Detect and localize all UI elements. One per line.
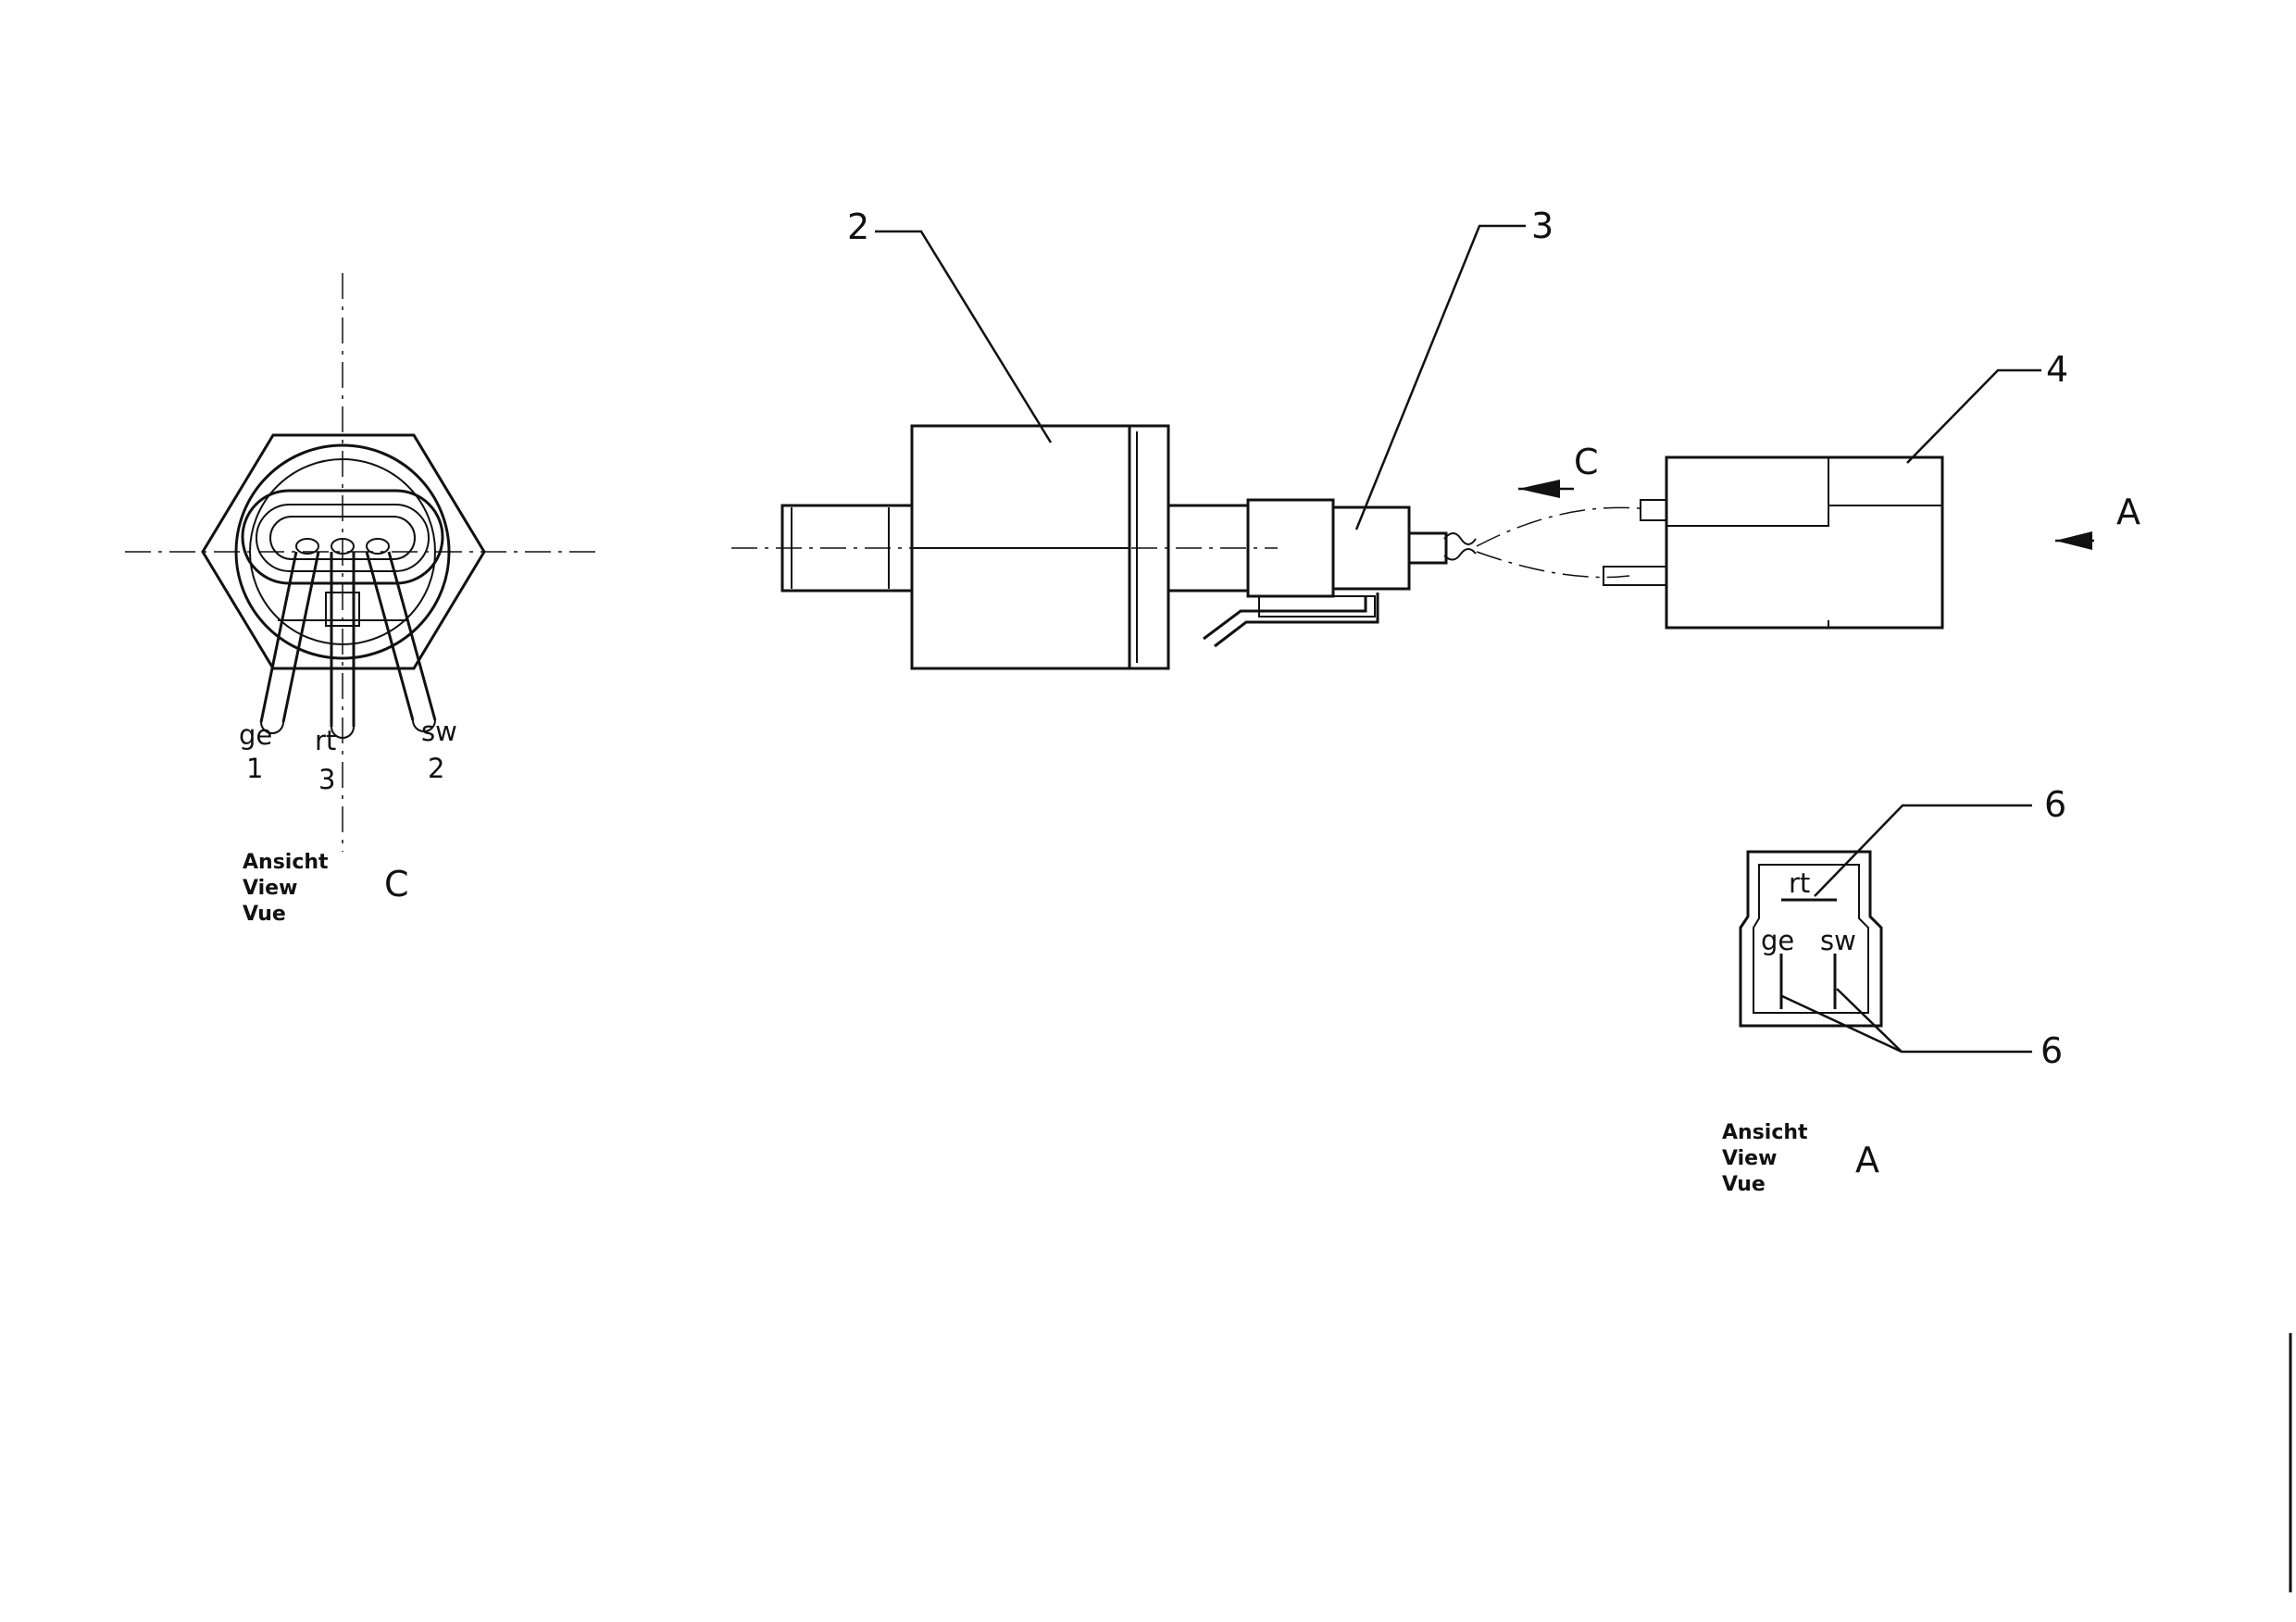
callout-3: 3: [1354, 206, 1554, 530]
view-a-caption-fr: Vue: [1722, 1173, 1766, 1196]
callout-2-label: 2: [847, 206, 869, 247]
view-a-caption-letter: A: [1855, 1140, 1879, 1180]
callout-6-top: 6: [1814, 784, 2066, 897]
wire-sw: [365, 538, 437, 732]
connector-part-4: [1603, 455, 1944, 630]
hex-nut-outline: [201, 433, 486, 670]
view-c-caption-de: Ansicht: [243, 851, 329, 874]
pin-number-3: 3: [318, 764, 335, 795]
callout-4-label: 4: [2046, 349, 2068, 390]
connector-body: [1665, 455, 1944, 630]
view-arrow-c-label: C: [1574, 442, 1599, 482]
center-key: [325, 592, 360, 627]
plug-oval-outer: [241, 489, 444, 585]
callout-4: 4: [1906, 349, 2068, 464]
wire-label-sw: sw: [421, 716, 457, 747]
view-c-caption-en: View: [243, 877, 297, 900]
contact-label-ge: ge: [1761, 925, 1794, 956]
wire-rt: [330, 538, 356, 739]
connector-upper-step: [1666, 456, 1829, 527]
callout-3-label: 3: [1531, 206, 1554, 246]
contact-label-sw: sw: [1820, 925, 1856, 956]
view-c-caption-letter: C: [384, 864, 409, 905]
view-a-caption-en: View: [1722, 1147, 1777, 1170]
contact-label-rt: rt: [1789, 867, 1810, 899]
view-arrow-c: C: [1518, 442, 1599, 498]
callout-2: 2: [847, 206, 1053, 443]
outer-ring: [234, 443, 451, 660]
connector-face-outer: [1739, 850, 1883, 1028]
contact-pin-lower: [1603, 566, 1667, 586]
view-a-caption-de: Ansicht: [1722, 1121, 1808, 1144]
wire-label-rt: rt: [315, 725, 336, 756]
phantom-wire-lower: [1476, 551, 1630, 579]
inner-ring: [249, 458, 436, 645]
callout-6-top-label: 6: [2044, 784, 2066, 825]
wire-ends: [1443, 532, 1477, 561]
view-arrow-a: A: [2055, 492, 2140, 550]
wire-label-ge: ge: [239, 719, 272, 751]
view-c-end-view: ge 1 rt 3 sw 2 Ansicht View Vue C: [125, 273, 602, 926]
connector-face-inner: [1753, 864, 1869, 1014]
contact-pin-upper: [1640, 499, 1667, 521]
sensor-body-part-2: [910, 424, 1170, 670]
plug-oval-inner: [269, 516, 416, 560]
pin-number-1: 1: [246, 753, 263, 784]
sensor-assembly-side-view: [731, 424, 1649, 670]
phantom-wire-upper: [1476, 506, 1649, 547]
view-a-connector-face: rt ge sw Ansicht View Vue A: [1722, 850, 1883, 1196]
wire-ge: [259, 538, 320, 734]
sleeve-part-3: [1203, 498, 1448, 648]
plug-oval-middle: [256, 504, 430, 572]
callout-6-bottom: 6: [1781, 988, 2063, 1071]
view-c-caption-fr: Vue: [243, 903, 286, 926]
pin-number-2: 2: [428, 753, 444, 784]
callout-6-bottom-label: 6: [2040, 1030, 2063, 1071]
view-arrow-a-label: A: [2116, 492, 2140, 532]
